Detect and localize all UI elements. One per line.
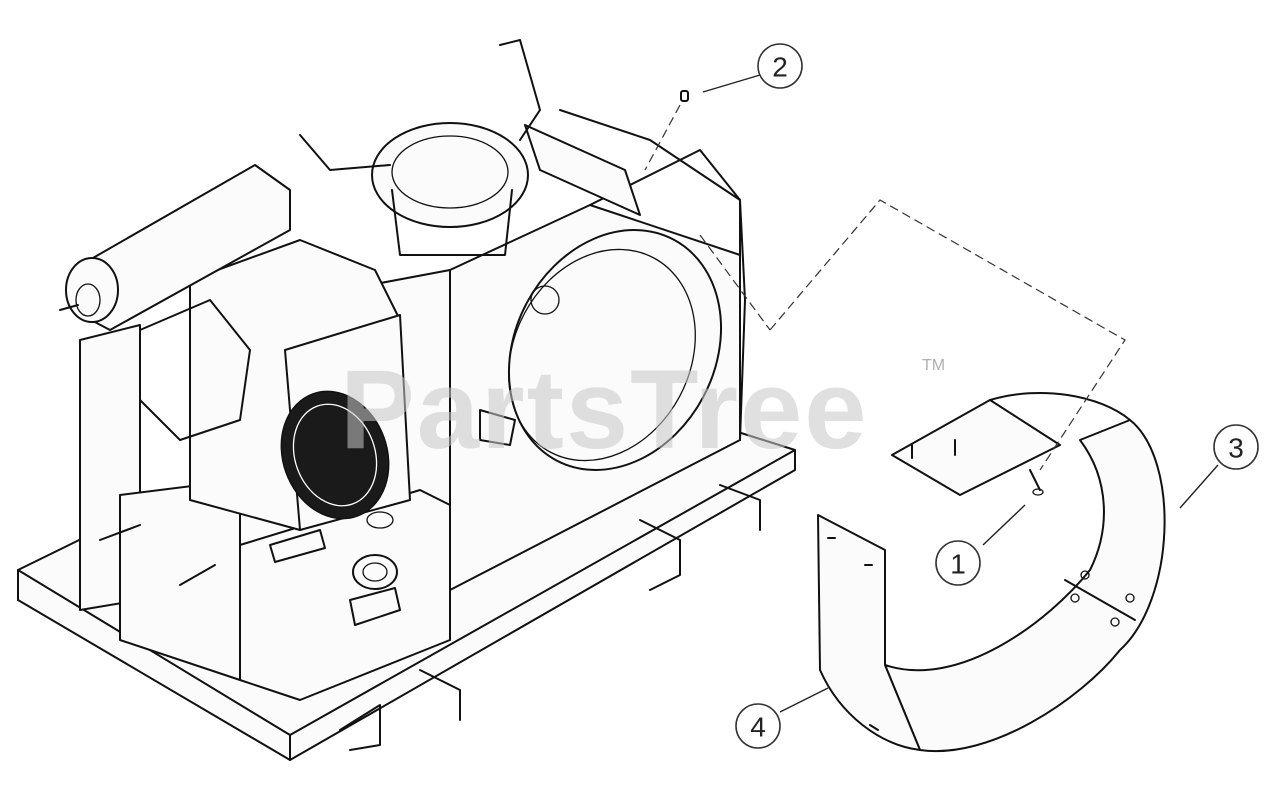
callout-3: 3: [1179, 424, 1259, 509]
callout-4: 4: [735, 687, 829, 749]
engine-mount-plate: [79, 324, 241, 681]
pin-part: [680, 90, 689, 102]
callout-label-3: 3: [1228, 433, 1244, 464]
fuel-tank: [239, 489, 451, 701]
callout-label-4: 4: [750, 712, 766, 743]
callout-label-2: 2: [772, 52, 788, 83]
watermark-trademark: TM: [922, 357, 945, 374]
muffler: [59, 164, 291, 331]
callout-label-1: 1: [950, 549, 966, 580]
fastener-screw: [1029, 469, 1044, 496]
callout-2: 2: [702, 43, 803, 93]
engine: [139, 239, 411, 531]
watermark-text: PartsTree: [340, 347, 869, 472]
lower-panel-part: [817, 514, 921, 751]
fan-housing-ring: [479, 39, 746, 471]
callout-1: 1: [935, 504, 1026, 586]
top-plate-part: [891, 399, 1061, 496]
inlet-flange: [299, 122, 529, 256]
assembly-dash-lines: [644, 104, 1126, 471]
